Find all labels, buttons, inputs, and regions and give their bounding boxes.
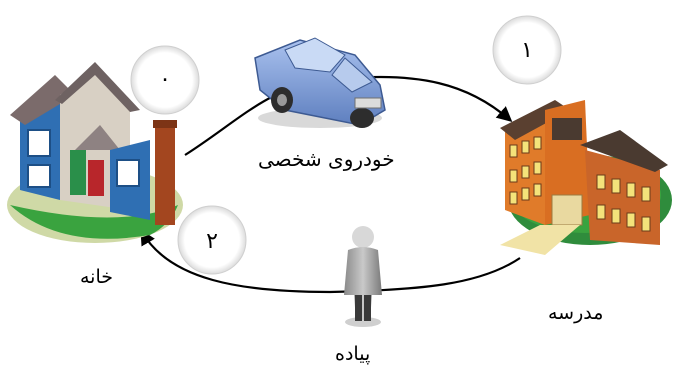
badge-school-number: ۱ [521, 38, 533, 63]
school-label: مدرسه [548, 302, 604, 324]
home-label: خانه [80, 266, 114, 288]
walk-mode-label: پیاده [335, 343, 371, 365]
badge-home-number: ۰ [159, 67, 171, 92]
badge-return: ۲ [177, 205, 247, 275]
badge-home: ۰ [130, 45, 200, 115]
badge-return-number: ۲ [206, 229, 218, 254]
car-icon [254, 37, 386, 128]
car-mode-label: خودروی شخصی [258, 147, 395, 171]
school-building-icon [500, 100, 672, 255]
house-icon [7, 62, 183, 243]
arrow-school-to-home [140, 229, 521, 294]
pedestrian-icon [344, 226, 382, 327]
badge-school: ۱ [492, 15, 562, 85]
